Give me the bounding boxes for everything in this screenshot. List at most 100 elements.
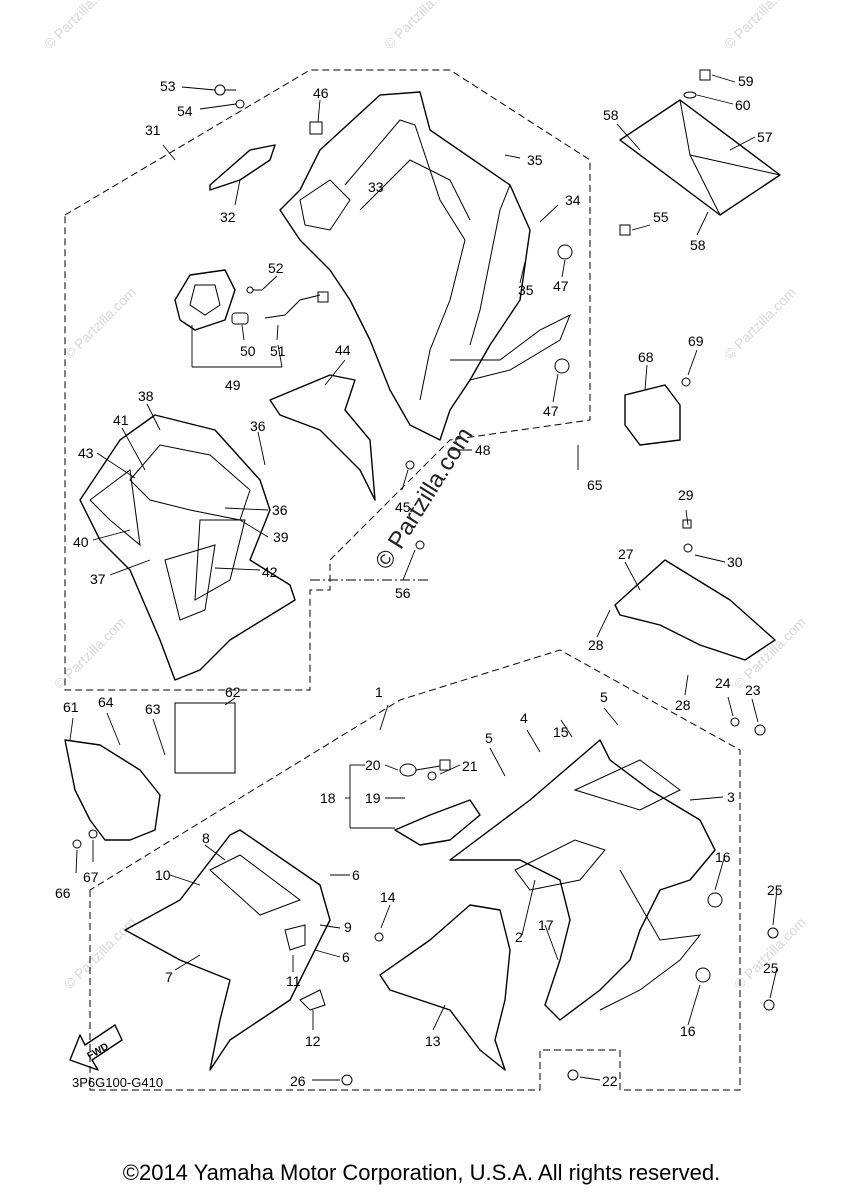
callout-label: 58 — [690, 237, 706, 253]
front-flasher — [394, 759, 481, 846]
callout-label: 66 — [55, 885, 71, 901]
callout-label: 37 — [90, 571, 106, 587]
callout-label: 23 — [745, 682, 761, 698]
callout-label: 43 — [78, 445, 94, 461]
callout-label: 20 — [365, 757, 381, 773]
callout-label: 65 — [587, 477, 603, 493]
callout-label: 19 — [365, 790, 381, 806]
callout-label: 36 — [272, 502, 288, 518]
watermark: © Partzilla.com — [721, 0, 799, 52]
callout-label: 28 — [588, 637, 604, 653]
callout-label: 1 — [375, 684, 383, 700]
callout-label: 46 — [313, 85, 329, 101]
callout-label: 14 — [380, 889, 396, 905]
upper-cowling — [279, 91, 571, 441]
callout-label: 35 — [527, 152, 543, 168]
callout-label: 3 — [727, 789, 735, 805]
callout-label: 6 — [352, 867, 360, 883]
watermark: © Partzilla.com — [61, 284, 139, 362]
callout-label: 30 — [727, 554, 743, 570]
callout-label: 15 — [553, 724, 569, 740]
callout-label: 28 — [675, 697, 691, 713]
callout-label: 57 — [757, 129, 773, 145]
callout-label: 60 — [735, 97, 751, 113]
callout-label: 24 — [715, 675, 731, 691]
callout-label: 68 — [638, 349, 654, 365]
headlight-assembly — [174, 269, 329, 331]
callout-label: 5 — [485, 730, 493, 746]
watermark: © Partzilla.com — [51, 614, 129, 692]
inner-panel-left — [79, 414, 296, 681]
inner-panel-right — [614, 519, 776, 661]
callout-label: 8 — [202, 830, 210, 846]
callout-label: 9 — [344, 919, 352, 935]
callout-label: 39 — [273, 529, 289, 545]
callout-label: 64 — [98, 694, 114, 710]
watermark: © Partzilla.com — [731, 914, 809, 992]
callout-label: 34 — [565, 192, 581, 208]
callout-label: 17 — [538, 917, 554, 933]
callout-label: 63 — [145, 701, 161, 717]
callout-label: 53 — [160, 78, 176, 94]
watermark: © Partzilla.com — [41, 0, 119, 52]
callout-label: 55 — [653, 209, 669, 225]
callout-labels: 1 2 3 4 5 5 6 6 7 8 9 10 11 12 13 14 15 … — [55, 73, 783, 1089]
callout-label: 36 — [250, 418, 266, 434]
watermark: © Partzilla.com — [381, 0, 459, 52]
callout-label: 48 — [475, 442, 491, 458]
callout-label: 59 — [738, 73, 754, 89]
fwd-arrow: FWD — [69, 1024, 123, 1071]
callout-label: 12 — [305, 1033, 321, 1049]
callout-label: 18 — [320, 790, 336, 806]
lower-panel — [379, 904, 511, 1071]
fasteners-lower — [341, 717, 779, 1086]
callout-label: 16 — [680, 1023, 696, 1039]
callout-label: 6 — [342, 949, 350, 965]
watermark: © Partzilla.com — [731, 614, 809, 692]
fwd-label: FWD — [85, 1041, 110, 1062]
callout-label: 32 — [220, 209, 236, 225]
callout-label: 44 — [335, 342, 351, 358]
assembly-boundaries — [64, 69, 741, 1091]
callout-label: 40 — [73, 534, 89, 550]
callout-label: 5 — [600, 689, 608, 705]
callout-label: 41 — [113, 412, 129, 428]
callout-label: 2 — [515, 929, 523, 945]
callout-label: 35 — [518, 282, 534, 298]
callout-label: 10 — [155, 867, 171, 883]
callout-label: 21 — [462, 758, 478, 774]
callout-label: 11 — [286, 973, 301, 989]
callout-label: 47 — [553, 278, 569, 294]
bracket — [624, 377, 691, 446]
callout-label: 7 — [165, 969, 173, 985]
watermark: © Partzilla.com — [61, 914, 139, 992]
callout-label: 61 — [63, 699, 79, 715]
callout-label: 42 — [262, 564, 278, 580]
callout-label: 22 — [602, 1073, 618, 1089]
air-duct — [269, 374, 376, 501]
callout-label: 69 — [688, 333, 704, 349]
callout-label: 31 — [145, 122, 161, 138]
meter-panel-cover — [619, 69, 781, 216]
cowling-trim — [64, 739, 161, 841]
callout-label: 52 — [268, 260, 284, 276]
callout-label: 50 — [240, 343, 256, 359]
callout-label: 27 — [618, 546, 634, 562]
callout-label: 25 — [767, 882, 783, 898]
callout-label: 49 — [225, 377, 241, 393]
watermark: © Partzilla.com — [721, 284, 799, 362]
callout-label: 62 — [225, 684, 241, 700]
callout-label: 38 — [138, 388, 154, 404]
callout-label: 45 — [395, 499, 411, 515]
callout-label: 16 — [715, 849, 731, 865]
callout-label: 4 — [520, 710, 528, 726]
decal — [174, 702, 236, 774]
callout-label: 58 — [603, 107, 619, 123]
callout-label: 51 — [270, 343, 286, 359]
callout-label: 29 — [678, 487, 694, 503]
callout-label: 26 — [290, 1073, 306, 1089]
copyright-notice: ©2014 Yamaha Motor Corporation, U.S.A. A… — [122, 1160, 721, 1185]
callout-label: 47 — [543, 403, 559, 419]
callout-label: 13 — [425, 1033, 441, 1049]
